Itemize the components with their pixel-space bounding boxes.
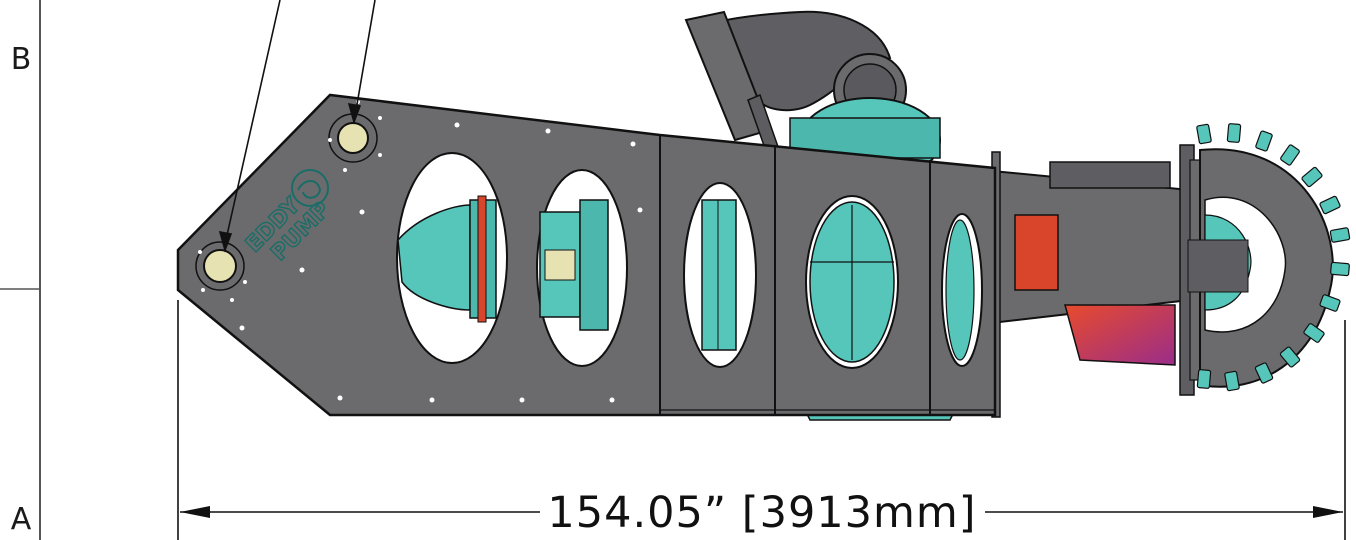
frame-cutout-2 bbox=[536, 169, 628, 367]
frame-cutout-1 bbox=[396, 152, 508, 364]
dimension-arrow-left bbox=[180, 506, 210, 518]
sheet-border bbox=[0, 0, 41, 540]
mounting-bushing-upper bbox=[328, 113, 378, 163]
zone-label-b: B bbox=[10, 42, 32, 77]
overall-length-dimension: 154.05” [3913mm] bbox=[177, 300, 1346, 540]
leader-lines bbox=[218, 0, 376, 253]
dimension-label: 154.05” [3913mm] bbox=[547, 488, 976, 538]
frame-cutout-5 bbox=[941, 213, 983, 367]
mounting-bushing-lower bbox=[195, 241, 245, 291]
frame-cutout-4 bbox=[805, 195, 899, 369]
cutter-teeth bbox=[1196, 123, 1351, 392]
frame-bolt-holes bbox=[198, 100, 643, 403]
logo-swirl-icon bbox=[291, 169, 329, 207]
cutter-head bbox=[1179, 144, 1334, 396]
main-frame-plate: EDDY PUMP bbox=[176, 93, 997, 417]
frame-cutout-3 bbox=[683, 182, 757, 368]
zone-label-a: A bbox=[10, 502, 32, 537]
dimension-arrow-right bbox=[1313, 506, 1343, 518]
